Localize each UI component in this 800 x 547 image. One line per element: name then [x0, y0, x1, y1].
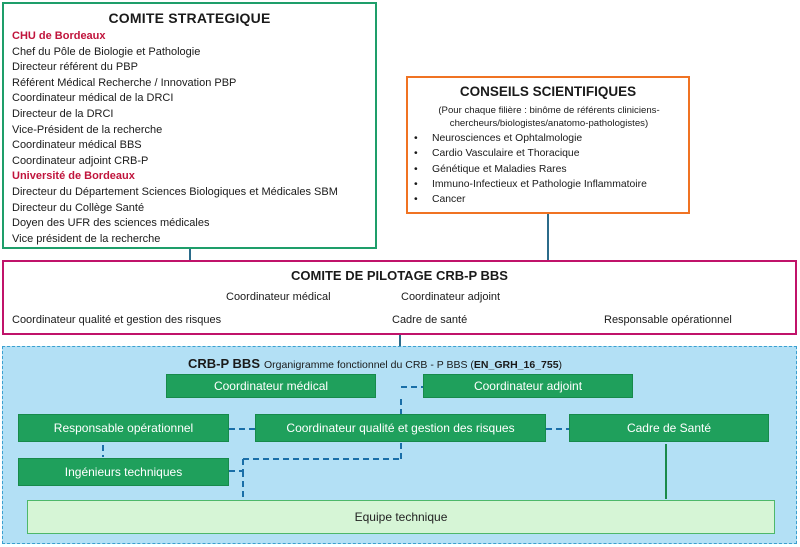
comite-strategique-title: COMITE STRATEGIQUE [108, 10, 271, 26]
box-responsable-operationnel: Responsable opérationnel [18, 414, 229, 442]
bullet-icon: • [414, 133, 418, 144]
filiere-label: Cardio Vasculaire et Thoracique [432, 148, 580, 160]
crb-header: CRB-P BBS Organigramme fonctionnel du CRB… [188, 355, 562, 373]
filiere-label: Cancer [432, 194, 466, 206]
bullet-icon: • [414, 148, 418, 160]
filiere-label: Génétique et Maladies Rares [432, 163, 567, 175]
filiere-item: • Neurosciences et Ophtalmologie [414, 131, 647, 146]
box-coordinateur-adjoint: Coordinateur adjoint [423, 374, 633, 398]
filiere-item: • Cardio Vasculaire et Thoracique [414, 146, 647, 161]
box-coordinateur-qualite: Coordinateur qualité et gestion des risq… [255, 414, 546, 442]
bullet-icon: • [414, 194, 418, 206]
box-ingenieurs-techniques: Ingénieurs techniques [18, 458, 229, 486]
institution-heading: CHU de Bordeaux [12, 30, 106, 42]
member-line: Coordinateur adjoint CRB-P [12, 154, 149, 167]
member-line: Référent Médical Recherche / Innovation … [12, 76, 237, 89]
filiere-item: • Cancer [414, 192, 647, 207]
member-line: Coordinateur médical de la DRCI [12, 92, 174, 105]
pilotage-coord-adjoint: Coordinateur adjoint [401, 291, 501, 303]
pilotage-resp-operationnel: Responsable opérationnel [604, 314, 732, 326]
member-line: Directeur de la DRCI [12, 107, 114, 120]
filieres-list: • Neurosciences et Ophtalmologie • Cardio V… [414, 131, 647, 207]
comite-pilotage-title: COMITE DE PILOTAGE CRB-P BBS [291, 268, 508, 283]
conseils-scientifiques-subtitle: (Pour chaque filière : binôme de référen… [438, 105, 660, 129]
pilotage-cadre-sante: Cadre de santé [392, 314, 468, 326]
crb-subtitle: Organigramme fonctionnel du CRB - P BBS … [264, 359, 563, 371]
box-cadre-de-sante: Cadre de Santé [569, 414, 769, 442]
member-line: Vice président de la recherche [12, 232, 161, 245]
filiere-label: Immuno-Infectieux et Pathologie Inflamma… [432, 178, 647, 190]
filiere-item: • Génétique et Maladies Rares [414, 162, 647, 177]
crb-document-code: EN_GRH_16_755 [473, 359, 559, 371]
member-line: Doyen des UFR des sciences médicales [12, 217, 210, 230]
box-equipe-technique: Equipe technique [27, 500, 775, 534]
member-line: Vice-Président de la recherche [12, 123, 163, 136]
institution-heading: Université de Bordeaux [12, 170, 135, 183]
bullet-icon: • [414, 178, 418, 190]
box-coordinateur-medical: Coordinateur médical [166, 374, 376, 398]
pilotage-coord-qualite: Coordinateur qualité et gestion des risq… [12, 314, 222, 326]
filiere-item: • Immuno-Infectieux et Pathologie Inflamm… [414, 177, 647, 192]
conseils-scientifiques-title: CONSEILS SCIENTIFIQUES [459, 84, 637, 99]
crb-connectors [102, 386, 667, 499]
member-line: Directeur référent du PBP [12, 61, 138, 74]
filiere-label: Neurosciences et Ophtalmologie [432, 133, 583, 144]
member-line: Directeur du Département Sciences Biolog… [12, 185, 338, 198]
bullet-icon: • [414, 163, 418, 175]
comite-pilotage-box: COMITE DE PILOTAGE CRB-P BBS Coordinateu… [2, 260, 797, 335]
crb-organigramme-area: CRB-P BBS Organigramme fonctionnel du CRB… [2, 346, 797, 544]
member-line: Directeur du Collège Santé [12, 201, 145, 214]
pilotage-coord-medical: Coordinateur médical [226, 291, 331, 303]
conseils-scientifiques-box: CONSEILS SCIENTIFIQUES (Pour chaque fili… [406, 76, 690, 214]
crb-title: CRB-P BBS [188, 356, 260, 371]
member-line: Coordinateur médical BBS [12, 139, 142, 152]
member-line: Chef du Pôle de Biologie et Pathologie [12, 45, 201, 58]
